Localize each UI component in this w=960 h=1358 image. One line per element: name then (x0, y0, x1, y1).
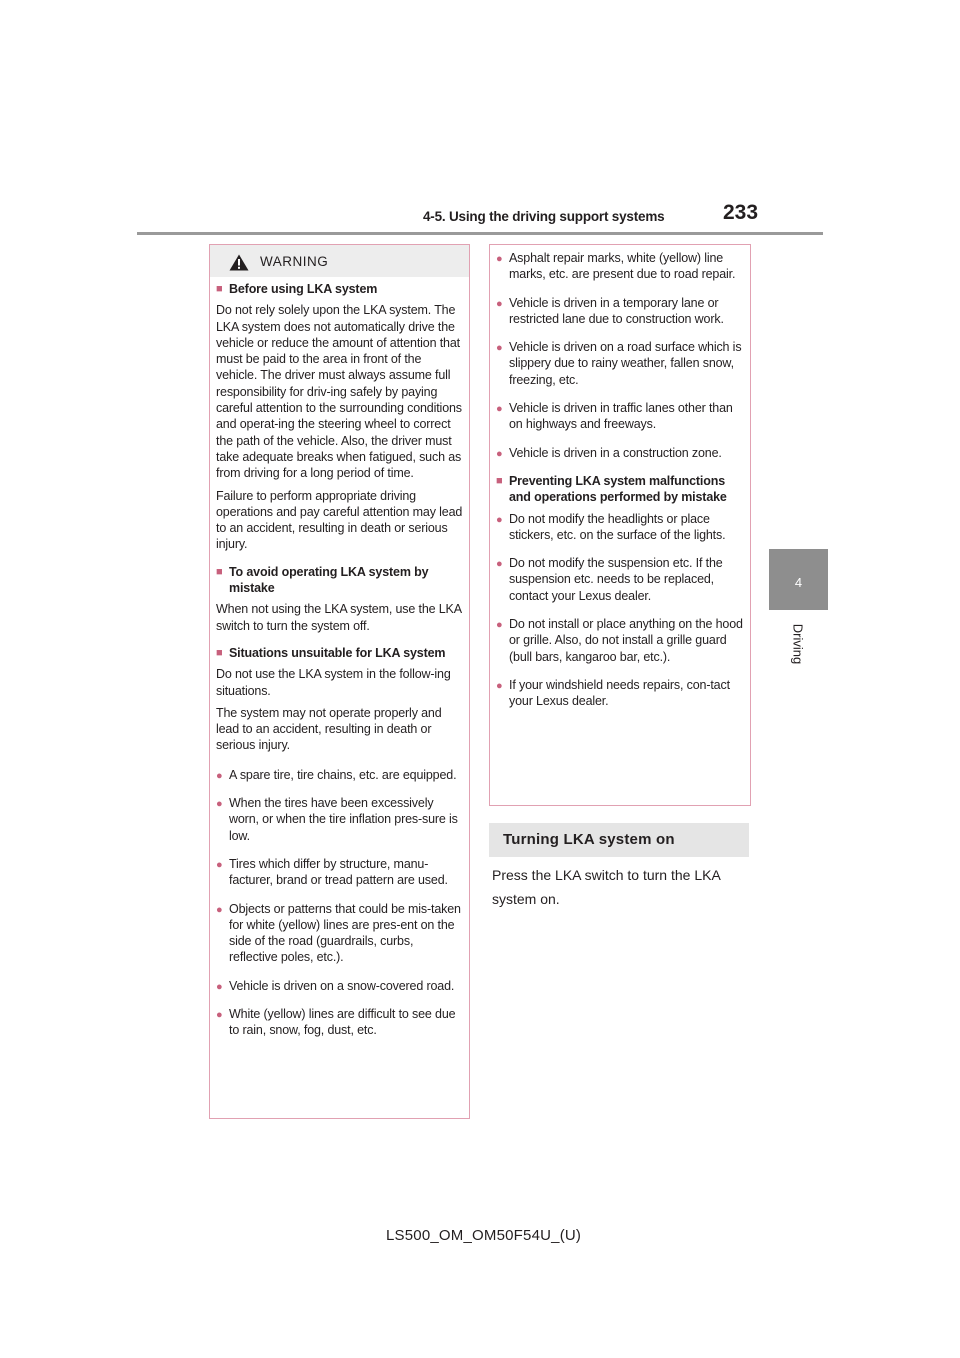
subheading-text: To avoid operating LKA system by mistake (229, 564, 429, 596)
section-title: 4-5. Using the driving support systems (423, 209, 665, 224)
list-item: ●Vehicle is driven in a construction zon… (496, 445, 722, 460)
square-bullet-icon: ■ (496, 474, 503, 487)
paragraph: Failure to perform appropriate driving o… (216, 488, 463, 552)
paragraph: When not using the LKA system, use the L… (216, 602, 462, 633)
bullet-dot-icon: ● (496, 447, 503, 460)
subheading-before-using: ■ Before using LKA system (216, 281, 463, 297)
warning-title: WARNING (260, 254, 329, 269)
square-bullet-icon: ■ (216, 283, 223, 295)
page-number: 233 (723, 201, 759, 224)
list-item: ●Vehicle is driven on a snow-covered roa… (216, 978, 455, 993)
chapter-label-text: Driving (790, 623, 806, 665)
bullet-dot-icon: ● (496, 342, 503, 355)
list-item: ●Vehicle is driven on a road surface whi… (496, 340, 742, 387)
bullet-dot-icon: ● (496, 679, 503, 692)
subheading-text: Preventing LKA system malfunctions and o… (509, 473, 727, 505)
list-item: ●Tires which differ by structure, manu-f… (216, 856, 448, 888)
section-heading-text: Turning LKA system on (503, 831, 675, 848)
subheading-avoid-mistake: ■ To avoid operating LKA system by mistak… (216, 564, 463, 597)
bullet-dot-icon: ● (216, 798, 223, 811)
bullet-dot-icon: ● (496, 513, 503, 526)
subheading-preventing-malfunctions: ■ Preventing LKA system malfunctions and … (496, 473, 744, 506)
bullet-dot-icon: ● (216, 1008, 223, 1021)
list-item: ●When the tires have been excessively wo… (216, 796, 458, 843)
list-item: ●White (yellow) lines are difficult to s… (216, 1006, 456, 1038)
warning-content-continued: ●Asphalt repair marks, white (yellow) li… (496, 250, 744, 716)
list-item: ●Do not install or place anything on the… (496, 617, 743, 664)
list-item: ●Objects or patterns that could be mis-t… (216, 901, 461, 965)
section-heading: Turning LKA system on (489, 823, 749, 857)
warning-triangle-icon (229, 254, 249, 271)
bullet-dot-icon: ● (216, 980, 223, 993)
bullet-dot-icon: ● (496, 297, 503, 310)
bullet-dot-icon: ● (496, 253, 503, 265)
bullet-dot-icon: ● (216, 769, 223, 782)
list-item: ●If your windshield needs repairs, con-t… (496, 677, 730, 709)
warning-box: WARNING ■ Before using LKA system Do not … (209, 244, 470, 1119)
list-item: ●Do not modify the headlights or place s… (496, 511, 726, 542)
square-bullet-icon: ■ (216, 565, 223, 578)
list-item: ●Vehicle is driven in a temporary lane o… (496, 295, 724, 326)
paragraph: Do not use the LKA system in the follow-… (216, 667, 451, 698)
paragraph: Do not rely solely upon the LKA system. … (216, 303, 462, 481)
bullet-dot-icon: ● (216, 903, 223, 916)
header-divider (137, 232, 823, 235)
section-body: Press the LKA switch to turn the LKA sys… (492, 867, 721, 907)
chapter-tab[interactable]: 4 (769, 549, 828, 610)
warning-content: ■ Before using LKA system Do not rely sol… (216, 281, 463, 1045)
document-code: LS500_OM_OM50F54U_(U) (386, 1227, 582, 1244)
list-item: ●Asphalt repair marks, white (yellow) li… (496, 251, 736, 282)
bullet-dot-icon: ● (496, 558, 503, 571)
subheading-text: Situations unsuitable for LKA system (229, 645, 446, 660)
list-item: ●Vehicle is driven in traffic lanes othe… (496, 401, 733, 432)
paragraph: The system may not operate properly and … (216, 705, 442, 753)
warning-box-continued: ●Asphalt repair marks, white (yellow) li… (489, 244, 751, 806)
warning-header: WARNING (210, 245, 469, 277)
subheading-unsuitable: ■ Situations unsuitable for LKA system (216, 645, 463, 661)
square-bullet-icon: ■ (216, 646, 223, 659)
list-item: ●Do not modify the suspension etc. If th… (496, 556, 723, 603)
chapter-number: 4 (794, 575, 803, 590)
list-item: ●A spare tire, tire chains, etc. are equ… (216, 767, 457, 782)
bullet-dot-icon: ● (496, 403, 503, 416)
subheading-text: Before using LKA system (229, 282, 378, 296)
bullet-dot-icon: ● (496, 619, 503, 632)
chapter-label: Driving (789, 621, 807, 667)
bullet-dot-icon: ● (216, 858, 223, 871)
